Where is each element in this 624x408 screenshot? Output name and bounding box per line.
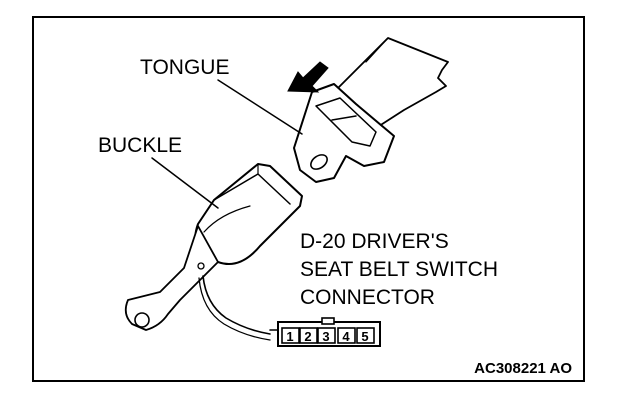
connector: 1 2 3 4 5 bbox=[269, 317, 381, 347]
buckle-anchor-strap bbox=[124, 225, 219, 331]
connector-pin-label: 1 bbox=[286, 329, 293, 344]
tongue-plate bbox=[293, 83, 395, 183]
connector-label-line-3: CONNECTOR bbox=[300, 286, 435, 309]
connector-pin-label: 4 bbox=[342, 329, 350, 344]
connector-pin-label: 3 bbox=[322, 329, 329, 344]
anchor-bolt-hole bbox=[134, 312, 150, 328]
connector-pin-cell bbox=[356, 327, 375, 344]
strap-rivet bbox=[197, 262, 205, 270]
diagram-frame bbox=[32, 16, 585, 382]
tongue-label: TONGUE bbox=[140, 56, 229, 79]
connector-latch bbox=[321, 317, 335, 325]
connector-pin-cell bbox=[317, 327, 336, 344]
tongue-hole bbox=[310, 154, 328, 170]
buckle-label: BUCKLE bbox=[98, 134, 182, 157]
connector-pin-label: 5 bbox=[361, 329, 368, 344]
connector-pin-cell bbox=[337, 327, 356, 344]
connector-pin-cell bbox=[299, 327, 318, 344]
arrow-down-left-icon bbox=[287, 61, 329, 93]
buckle-leader-line bbox=[151, 157, 219, 209]
connector-pin-label: 2 bbox=[304, 329, 311, 344]
connector-label-line-2: SEAT BELT SWITCH bbox=[300, 258, 498, 281]
connector-label-line-1: D-20 DRIVER'S bbox=[300, 230, 449, 253]
tongue-leader-line bbox=[217, 79, 303, 135]
switch-harness bbox=[202, 275, 271, 335]
connector-pin-cell bbox=[281, 327, 300, 344]
figure-code: AC308221 AO bbox=[474, 360, 572, 377]
